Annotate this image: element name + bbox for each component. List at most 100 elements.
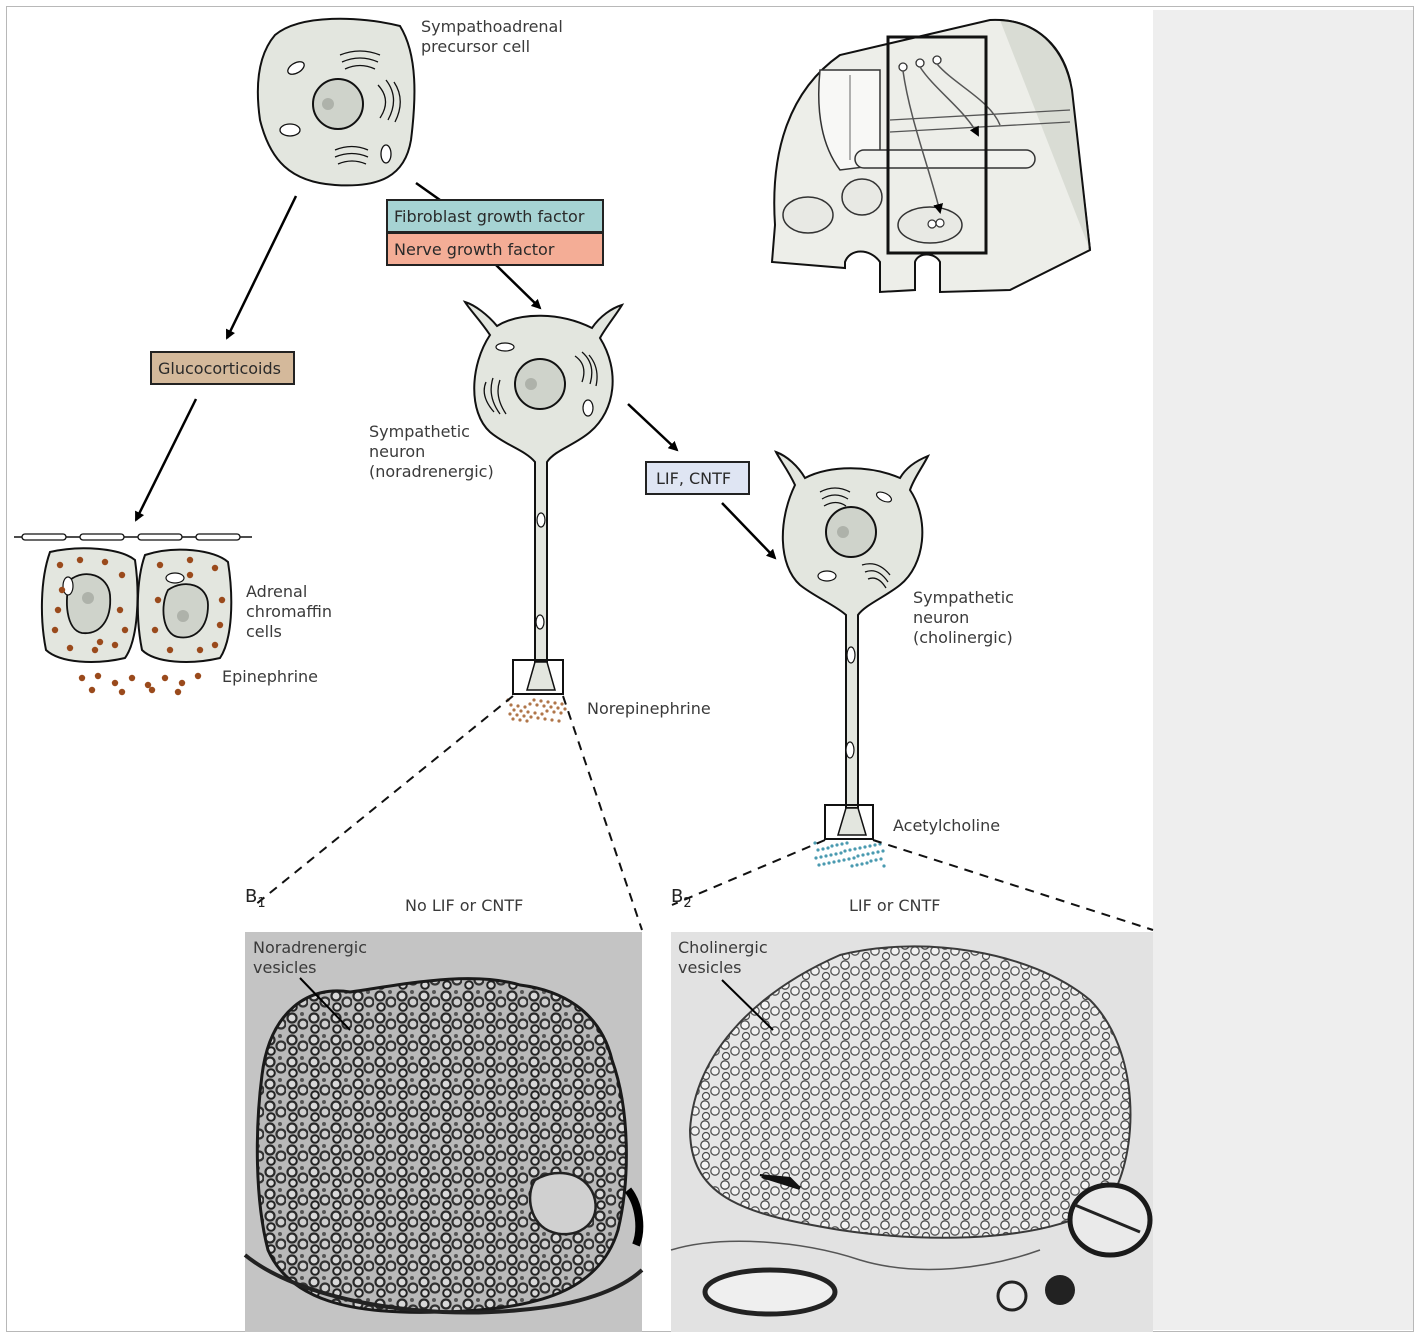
norepinephrine-granule — [511, 717, 514, 720]
epinephrine-granule — [152, 627, 158, 633]
epinephrine-granule — [197, 647, 203, 653]
epinephrine-granule — [162, 675, 168, 681]
norepinephrine-label: Norepinephrine — [587, 699, 711, 718]
epinephrine-granule — [155, 597, 161, 603]
epinephrine-granule — [67, 645, 73, 651]
acetylcholine-granule — [827, 861, 830, 864]
acetylcholine-granule — [826, 846, 829, 849]
acetylcholine-granule — [843, 849, 846, 852]
precursor-label-1: Sympathoadrenal — [421, 17, 563, 36]
norepinephrine-granule — [508, 712, 511, 715]
epinephrine-granule — [95, 673, 101, 679]
chromaffin-label-1: Adrenal — [246, 582, 307, 601]
epinephrine-granule — [77, 557, 83, 563]
acetylcholine-granule — [855, 863, 858, 866]
acetylcholine-granule — [830, 844, 833, 847]
epinephrine-granule — [97, 639, 103, 645]
acetylcholine-granule — [865, 861, 868, 864]
chromaffin-label-2: chromaffin — [246, 602, 332, 621]
norepinephrine-granule — [523, 705, 526, 708]
cholinergic-vesicles-label-1: Cholinergic — [678, 938, 768, 957]
acetylcholine-granule — [874, 858, 877, 861]
norepinephrine-granule — [560, 702, 563, 705]
acetylcholine-granule — [873, 843, 876, 846]
norepinephrine-granule — [522, 714, 525, 717]
epinephrine-granule — [145, 682, 151, 688]
epinephrine-granule — [175, 689, 181, 695]
epinephrine-granule — [157, 562, 163, 568]
norepinephrine-granule — [552, 710, 555, 713]
acetylcholine-granule — [845, 841, 848, 844]
noradrenergic-label-2: neuron — [369, 442, 425, 461]
epinephrine-granule — [217, 622, 223, 628]
cholinergic-neuron — [776, 452, 928, 839]
acetylcholine-granule — [871, 851, 874, 854]
acetylcholine-granule — [861, 853, 864, 856]
norepinephrine-granule — [512, 708, 515, 711]
zoom-lines — [255, 696, 1153, 930]
fgf-label: Fibroblast growth factor — [394, 207, 585, 226]
norepinephrine-granule — [525, 719, 528, 722]
epinephrine-granule — [117, 607, 123, 613]
epinephrine-granule — [179, 680, 185, 686]
epinephrine-granule — [119, 689, 125, 695]
cholinergic-label-3: (cholinergic) — [913, 628, 1013, 647]
acetylcholine-granule — [869, 859, 872, 862]
noradrenergic-vesicles-label-1: Noradrenergic — [253, 938, 367, 957]
epinephrine-granule — [119, 572, 125, 578]
norepinephrine-granule — [539, 699, 542, 702]
ngf-label: Nerve growth factor — [394, 240, 555, 259]
acetylcholine-granule — [817, 863, 820, 866]
epinephrine-granule — [92, 647, 98, 653]
norepinephrine-granule — [556, 706, 559, 709]
norepinephrine-granule — [518, 718, 521, 721]
acetylcholine-granule — [837, 859, 840, 862]
acetylcholine-granule — [881, 849, 884, 852]
panel-b1-title: No LIF or CNTF — [405, 896, 523, 915]
epinephrine-granule — [89, 687, 95, 693]
acetylcholine-granule — [813, 841, 816, 844]
panel-b1-label: B1 — [245, 886, 266, 911]
epinephrine-granule — [187, 557, 193, 563]
micrograph-b1 — [245, 932, 642, 1332]
acetylcholine-granule — [819, 855, 822, 858]
epinephrine-granule — [129, 675, 135, 681]
acetylcholine-granule — [856, 854, 859, 857]
epinephrine-granule — [102, 559, 108, 565]
epinephrine-granule — [59, 587, 65, 593]
norepinephrine-granule — [532, 698, 535, 701]
epinephrine-granule — [55, 607, 61, 613]
norepinephrine-granule — [546, 700, 549, 703]
acetylcholine-granule — [866, 852, 869, 855]
acetylcholine-granule — [860, 862, 863, 865]
acetylcholine-granule — [852, 856, 855, 859]
glucocorticoids-box: Glucocorticoids — [151, 352, 294, 384]
acetylcholine-granule — [847, 857, 850, 860]
acetylcholine-granule — [858, 846, 861, 849]
norepinephrine-granule — [516, 704, 519, 707]
acetylcholine-granule — [840, 842, 843, 845]
acetylcholine-granule — [832, 860, 835, 863]
norepinephrine-granule — [553, 701, 556, 704]
acetylcholine-granule — [879, 857, 882, 860]
acetylcholine-granule — [850, 864, 853, 867]
norepinephrine-release — [506, 698, 566, 722]
acetylcholine-granule — [882, 864, 885, 867]
norepinephrine-granule — [536, 716, 539, 719]
acetylcholine-label: Acetylcholine — [893, 816, 1000, 835]
arrow-to-noradrenergic — [496, 265, 540, 308]
epinephrine-granule — [212, 565, 218, 571]
norepinephrine-granule — [563, 707, 566, 710]
epinephrine-granule — [212, 642, 218, 648]
acetylcholine-granule — [835, 843, 838, 846]
acetylcholine-granule — [816, 848, 819, 851]
panel-b2-label: B2 — [671, 886, 692, 911]
norepinephrine-granule — [533, 711, 536, 714]
acetylcholine-granule — [822, 862, 825, 865]
panel-b2-title: LIF or CNTF — [849, 896, 941, 915]
epinephrine-label: Epinephrine — [222, 667, 318, 686]
acetylcholine-granule — [853, 847, 856, 850]
epinephrine-granule — [195, 673, 201, 679]
norepinephrine-granule — [549, 705, 552, 708]
fgf-box: Fibroblast growth factor — [387, 200, 603, 232]
